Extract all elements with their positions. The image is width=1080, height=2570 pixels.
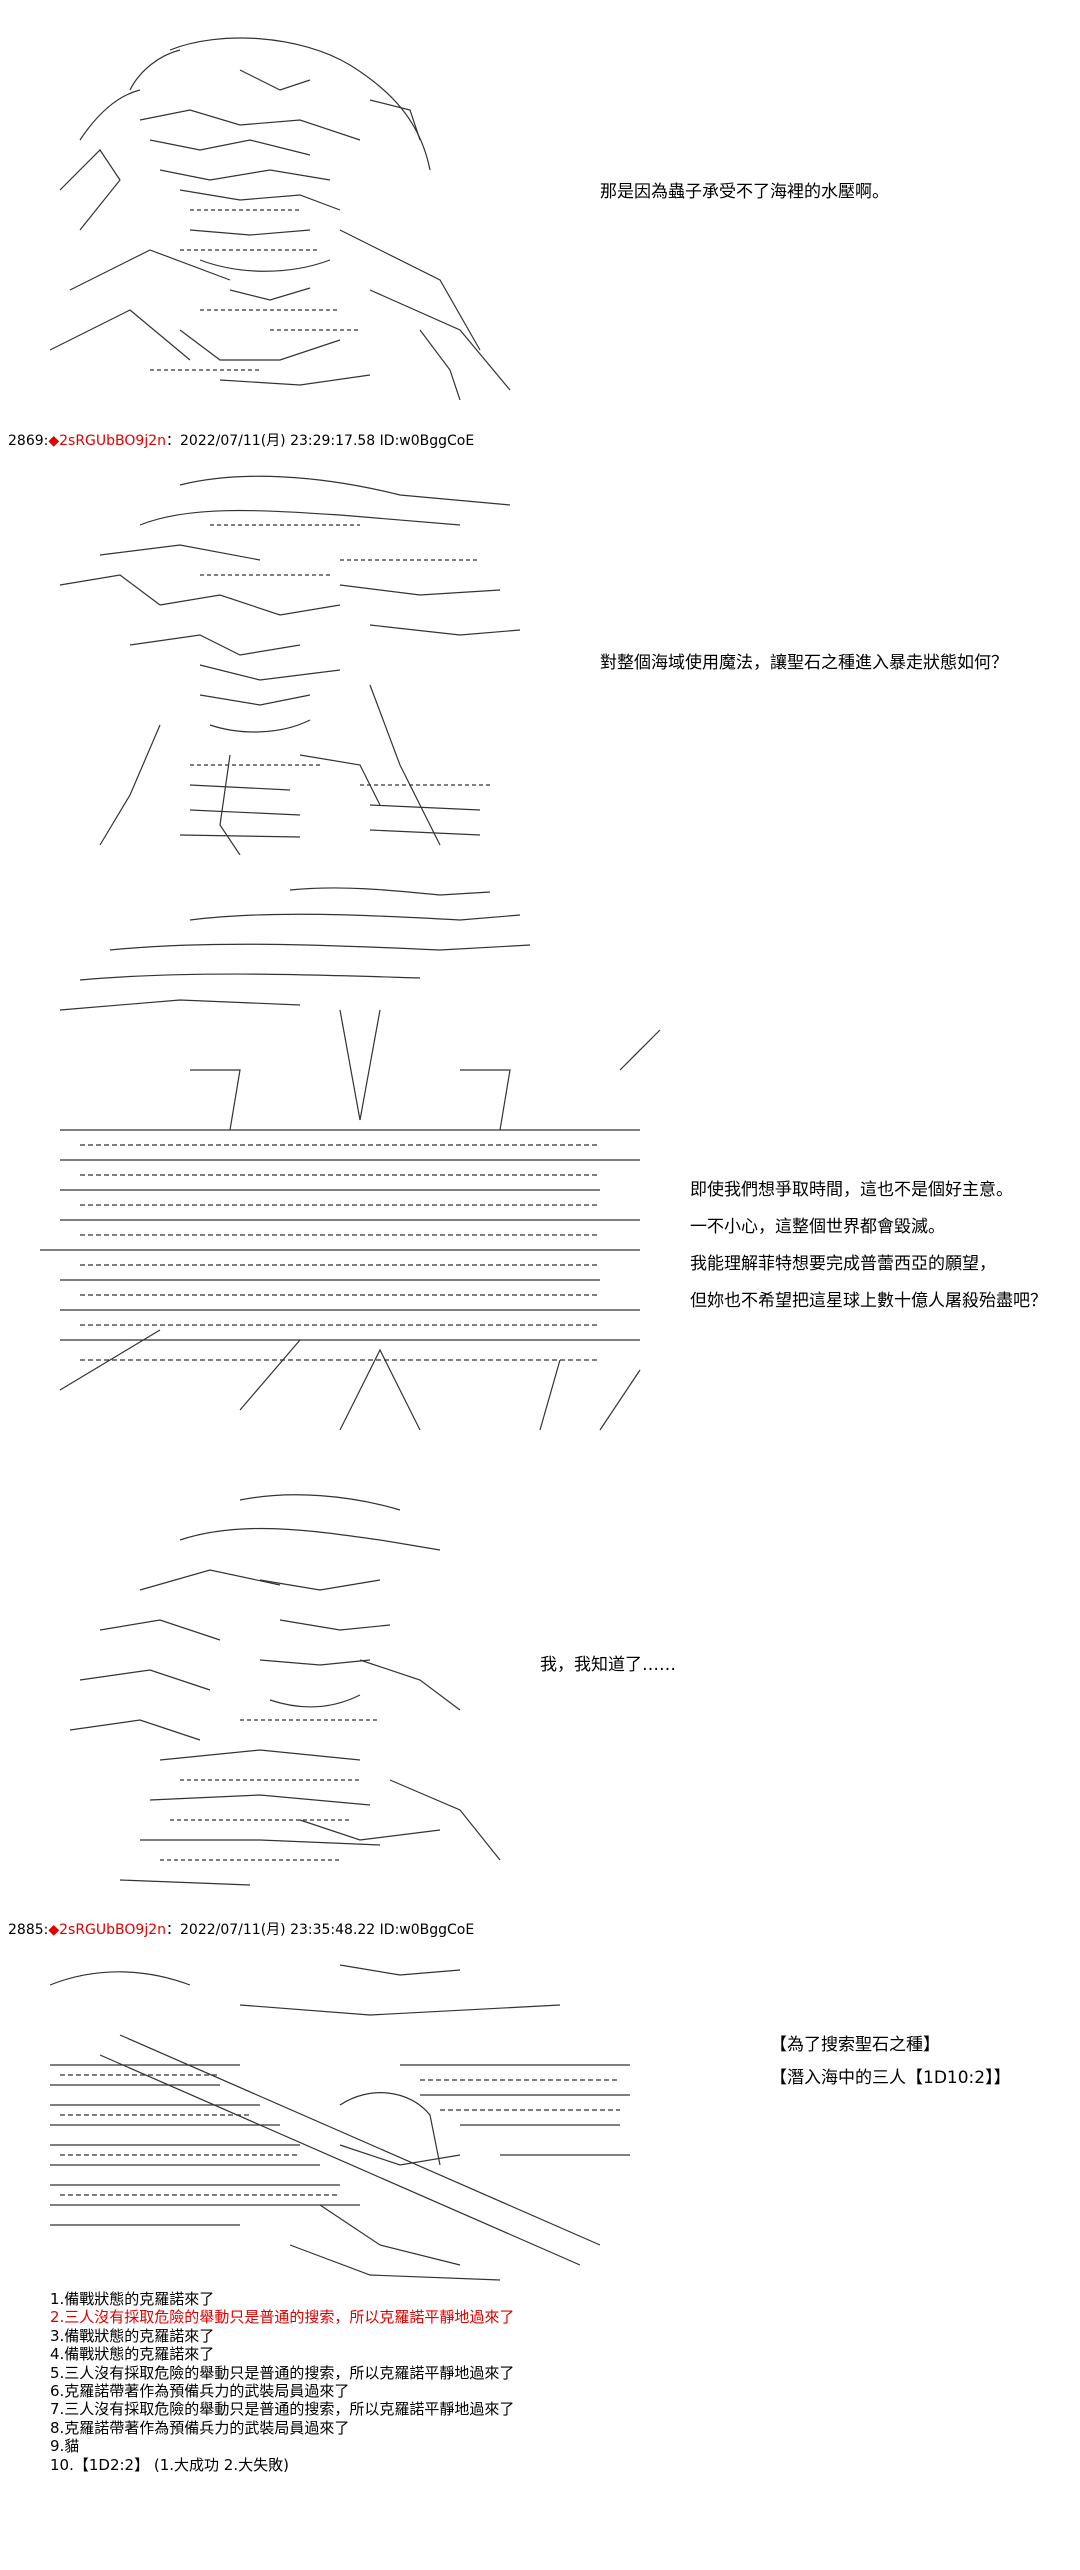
dialogue-text: 我，我知道了……	[540, 1650, 676, 1680]
post-number: 2869	[8, 433, 44, 449]
dialogue-text: 即使我們想爭取時間，這也不是個好主意。 一不小心，這整個世界都會毀滅。 我能理解…	[690, 1175, 1047, 1316]
poster-trip[interactable]: ◆2sRGUbBO9j2n	[48, 1922, 166, 1938]
ascii-art-girl-1	[40, 30, 540, 400]
ascii-art-underwater-scene	[40, 1945, 640, 2285]
post-meta: ：2022/07/11(月) 23:29:17.58 ID:w0BggCoE	[166, 433, 475, 449]
choice-item: 3.備戰狀態的克羅諾來了	[50, 2326, 215, 2345]
post-meta: ：2022/07/11(月) 23:35:48.22 ID:w0BggCoE	[166, 1922, 475, 1938]
choice-item: 6.克羅諾帶著作為預備兵力的武裝局員過來了	[50, 2382, 350, 2401]
post-header: 2885:◆2sRGUbBO9j2n：2022/07/11(月) 23:35:4…	[8, 1920, 474, 1940]
dialogue-text: 那是因為蟲子承受不了海裡的水壓啊。	[600, 177, 889, 207]
bracket-line: 【為了搜索聖石之種】	[770, 2035, 940, 2055]
panel-4: 我，我知道了……	[0, 1470, 1080, 1910]
dialogue-line: 我能理解菲特想要完成普蕾西亞的願望，	[690, 1254, 996, 1274]
choice-item-selected: 2.三人沒有採取危險的舉動只是普通的搜索，所以克羅諾平靜地過來了	[50, 2308, 515, 2327]
choice-item: 7.三人沒有採取危險的舉動只是普通的搜索，所以克羅諾平靜地過來了	[50, 2400, 515, 2419]
choice-item: 8.克羅諾帶著作為預備兵力的武裝局員過來了	[50, 2418, 350, 2437]
ascii-art-girl-2	[40, 465, 560, 855]
panel-5: 【為了搜索聖石之種】 【潛入海中的三人【1D10:2】】	[0, 1945, 1080, 2285]
dialogue-line: 對整個海域使用魔法，讓聖石之種進入暴走狀態如何？	[600, 653, 1008, 673]
choice-item: 4.備戰狀態的克羅諾來了	[50, 2345, 215, 2364]
choice-item: 10.【1D2:2】 (1.大成功 2.大失敗)	[50, 2455, 289, 2474]
dialogue-line: 一不小心，這整個世界都會毀滅。	[690, 1217, 945, 1237]
ascii-art-girl-3	[60, 1480, 530, 1900]
choices-list: 1.備戰狀態的克羅諾來了 2.三人沒有採取危險的舉動只是普通的搜索，所以克羅諾平…	[50, 2290, 514, 2474]
panel-3: 即使我們想爭取時間，這也不是個好主意。 一不小心，這整個世界都會毀滅。 我能理解…	[0, 870, 1080, 1450]
choice-item: 9.貓	[50, 2437, 80, 2456]
bracket-line: 【潛入海中的三人【1D10:2】】	[770, 2068, 1011, 2088]
panel-2: 對整個海域使用魔法，讓聖石之種進入暴走狀態如何？	[0, 455, 1080, 855]
post-header: 2869:◆2sRGUbBO9j2n：2022/07/11(月) 23:29:1…	[8, 431, 474, 451]
dialogue-line: 但妳也不希望把這星球上數十億人屠殺殆盡吧？	[690, 1291, 1047, 1311]
post-separator: :	[43, 1922, 49, 1938]
dialogue-line: 即使我們想爭取時間，這也不是個好主意。	[690, 1180, 1013, 1200]
ascii-art-battle-scene	[40, 870, 670, 1450]
poster-trip[interactable]: ◆2sRGUbBO9j2n	[48, 433, 166, 449]
dialogue-text: 對整個海域使用魔法，讓聖石之種進入暴走狀態如何？	[600, 648, 1008, 678]
panel-1: 那是因為蟲子承受不了海裡的水壓啊。	[0, 0, 1080, 420]
dialogue-line: 那是因為蟲子承受不了海裡的水壓啊。	[600, 182, 889, 202]
dialogue-line: 我，我知道了……	[540, 1655, 676, 1675]
post-number: 2885	[8, 1922, 44, 1938]
choice-item: 1.備戰狀態的克羅諾來了	[50, 2290, 215, 2308]
choice-item: 5.三人沒有採取危險的舉動只是普通的搜索，所以克羅諾平靜地過來了	[50, 2363, 515, 2382]
post-separator: :	[43, 433, 49, 449]
